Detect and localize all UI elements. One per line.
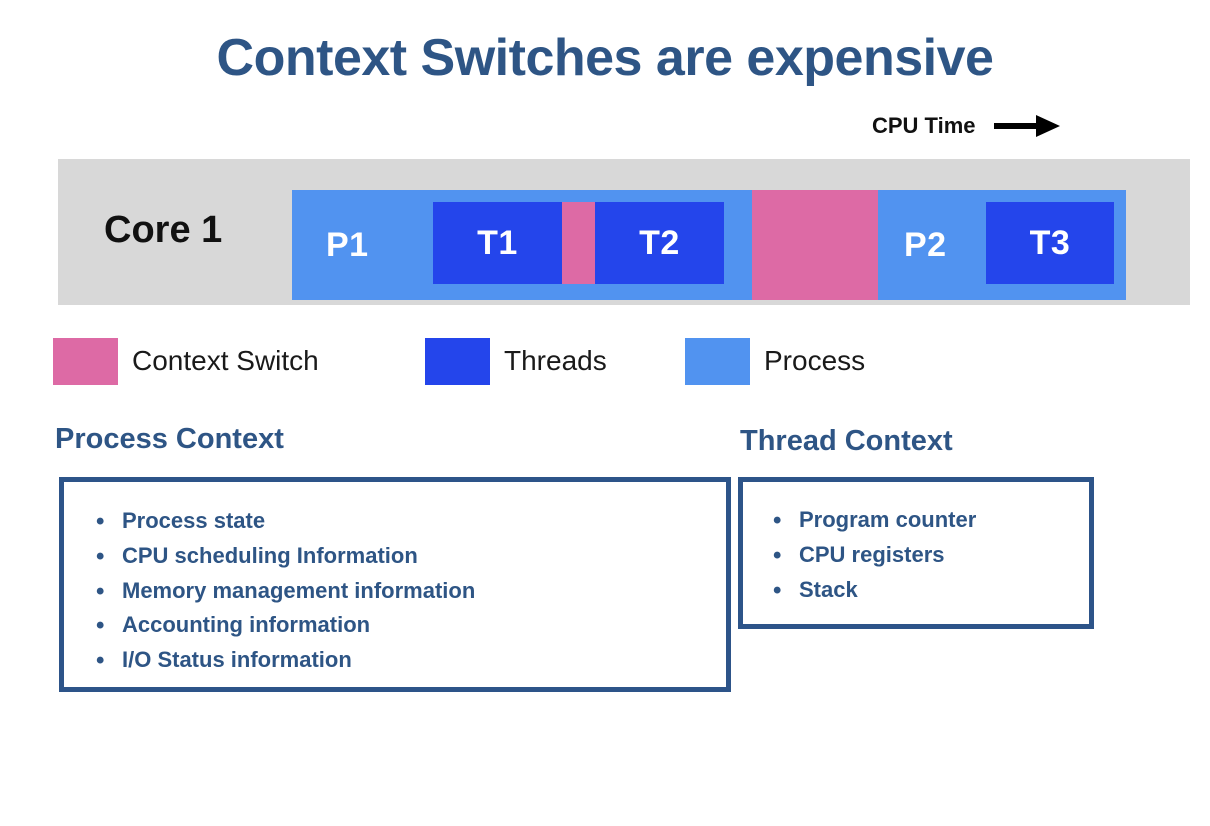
cpu-time-axis: CPU Time: [872, 113, 1060, 139]
timeline-segment-thread-t3[interactable]: T3: [986, 202, 1114, 284]
legend-swatch-context-switch: [53, 337, 118, 385]
legend-item-threads: Threads: [425, 337, 607, 385]
legend-item-context-switch: Context Switch: [53, 337, 319, 385]
list-item: CPU registers: [765, 537, 1089, 575]
legend-label-context-switch: Context Switch: [132, 345, 319, 376]
process-context-heading: Process Context: [55, 423, 284, 455]
timeline-segment-label-p2: P2: [904, 226, 947, 264]
process-context-box: Process state CPU scheduling Information…: [59, 477, 731, 692]
legend: Context Switch Threads Process: [53, 337, 1153, 387]
timeline-segment-context-switch-1[interactable]: [562, 202, 595, 284]
timeline-segment-label-t3: T3: [1029, 224, 1071, 262]
legend-label-threads: Threads: [504, 345, 607, 376]
timeline-segment-thread-t1[interactable]: T1: [433, 202, 562, 284]
list-item: Memory management information: [88, 573, 726, 611]
timeline-band: Core 1 P1 T1 T2 P2 T3: [58, 159, 1190, 305]
timeline-segment-context-switch-2[interactable]: [752, 190, 878, 300]
list-item: Process state: [88, 503, 726, 541]
list-item: Accounting information: [88, 607, 726, 645]
page-title: Context Switches are expensive: [216, 29, 994, 87]
list-item: Stack: [765, 572, 1089, 610]
legend-label-process: Process: [764, 345, 866, 376]
timeline-segment-label-t1: T1: [477, 224, 518, 262]
list-item: Program counter: [765, 502, 1089, 540]
legend-item-process: Process: [685, 337, 865, 385]
arrow-right-icon: [993, 113, 1060, 139]
cpu-time-label: CPU Time: [872, 113, 976, 138]
thread-context-heading: Thread Context: [740, 425, 953, 457]
thread-context-list: Program counter CPU registers Stack: [765, 502, 1089, 610]
core-label: Core 1: [104, 209, 223, 251]
legend-swatch-threads: [425, 337, 490, 385]
timeline-segment-label-t2: T2: [639, 224, 680, 262]
timeline-segment-thread-t2[interactable]: T2: [595, 202, 724, 284]
timeline-segment-label-p1: P1: [326, 226, 369, 264]
legend-swatch-process: [685, 337, 750, 385]
list-item: CPU scheduling Information: [88, 538, 726, 576]
list-item: I/O Status information: [88, 642, 726, 680]
thread-context-box: Program counter CPU registers Stack: [738, 477, 1094, 629]
process-context-list: Process state CPU scheduling Information…: [88, 503, 726, 680]
